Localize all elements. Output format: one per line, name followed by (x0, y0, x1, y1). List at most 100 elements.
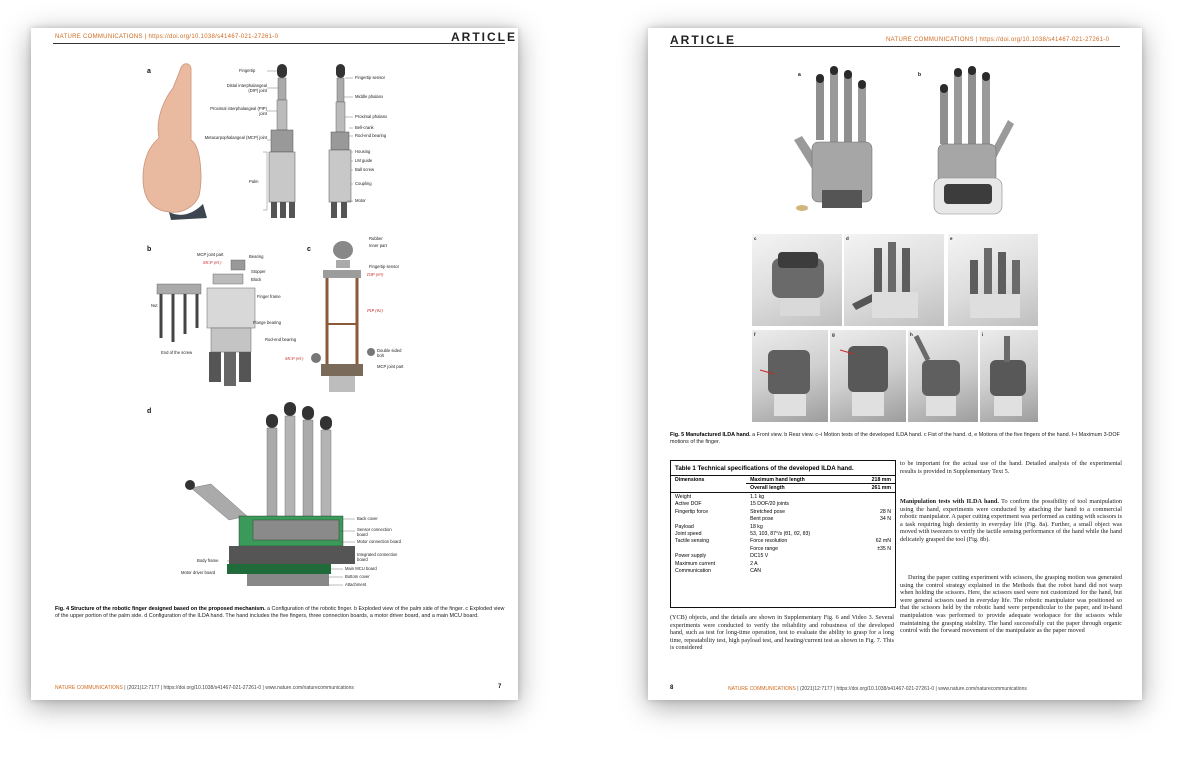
table-cell: 2 A (750, 560, 758, 567)
label-fingertip: Fingertip (239, 68, 256, 73)
table-cell: ±35 N (877, 545, 891, 552)
footer-journal: NATURE COMMUNICATIONS (55, 685, 123, 691)
table-cell: 15 DOF/20 joints (750, 501, 789, 508)
header-rule (670, 46, 1120, 47)
table-cell: Power supply (675, 553, 707, 560)
human-finger-photo (142, 63, 207, 220)
label-c-mcp-joint-part: MCP joint part (377, 364, 404, 369)
photo-letter-d: d (846, 236, 849, 241)
panel-letter-b: b (147, 246, 152, 253)
table-row: Weight 1.1 kg (671, 491, 895, 501)
table-cell (852, 568, 895, 575)
label-d-motor-connection-board: Motor connection board (357, 539, 401, 544)
right-page: ARTICLE NATURE COMMUNICATIONS | https://… (648, 28, 1142, 700)
label-d-body-frame: Body frame (197, 558, 219, 563)
label-fingertip-sensor: Fingertip sensor (355, 75, 386, 80)
label-pip-joint: Proximal interphalangeal (PIP) joint (210, 106, 267, 116)
table-header-row: Dimensions Maximum hand length 218 mm (671, 476, 895, 484)
footer-right: NATURE COMMUNICATIONS | (2021)12:7177 | … (728, 686, 1027, 692)
table-cell: Overall length (746, 483, 853, 493)
exploded-upper-view (311, 241, 375, 392)
photo-rear-view (916, 66, 1022, 218)
label-b-stopper: Stopper (251, 269, 266, 274)
figure-4-caption-body: a Configuration of the robotic finger. b… (55, 606, 505, 620)
table-cell: Dimensions (675, 476, 705, 483)
label-motor: Motor (355, 198, 366, 203)
table-cell: CAN (750, 568, 762, 575)
table-row: Active DOF 15 DOF/20 joints (671, 500, 895, 507)
table-cell: 1.1 kg (746, 491, 853, 501)
label-c-mcp-theta1: MCP (θ1) (285, 356, 304, 361)
table-cell: Active DOF (675, 501, 702, 508)
figure-5-caption-body: a Front view. b Rear view. c–i Motion te… (670, 432, 1120, 446)
photo-front-view (788, 66, 894, 218)
label-b-bearing: Bearing (249, 254, 264, 259)
table-cell: Force range (750, 545, 779, 552)
panel-letter-a: a (147, 68, 151, 75)
table-cell: Fingertip force (675, 508, 709, 515)
label-d-main-mcu-board: Main MCU board (345, 566, 377, 571)
hand-rear-photo (933, 66, 1014, 215)
left-page: NATURE COMMUNICATIONS | https://doi.org/… (31, 28, 518, 700)
footer-citation: | (2021)12:7177 | https://doi.org/10.103… (795, 686, 1027, 692)
table-cell (852, 530, 895, 537)
figure-5-caption: Fig. 5 Manufactured ILDA hand. a Front v… (670, 432, 1122, 446)
table-cell: Maximum hand length (750, 476, 805, 483)
table-cell: 28 N (880, 508, 891, 515)
label-bell-crank: Bell-crank (355, 125, 374, 130)
table-cell (671, 484, 746, 492)
table-body: Dimensions Maximum hand length 218 mm Ov… (671, 476, 895, 575)
label-d-bottom-cover: Bottom cover (345, 574, 370, 579)
table-row: Force range ±35 N (671, 545, 895, 552)
table-cell (852, 500, 895, 507)
footer-citation: | (2021)12:7177 | https://doi.org/10.103… (122, 685, 354, 691)
table-cell (671, 545, 746, 552)
label-b-end-of-screw: End of the screw (161, 350, 193, 355)
page-number-left: 7 (498, 684, 502, 690)
table-cell: 218 mm (871, 476, 891, 483)
label-c-inner-part: Inner part (369, 243, 387, 248)
table-cell: Communication (675, 568, 712, 575)
body-text-right-paragraph: During the paper cutting experiment with… (900, 574, 1122, 635)
photo-letter-e: e (950, 236, 953, 241)
label-mcp-joint: Metacarpophalangeal (MCP) joint (204, 135, 267, 140)
table-cell (852, 523, 895, 530)
table-cell: 18 kg (750, 523, 763, 530)
photo-3dof-2 (830, 330, 906, 422)
label-dip-joint: Distal interphalangeal (DIP) joint (226, 83, 267, 93)
label-c-pip-theta2: PIP (θ2) (367, 308, 383, 313)
table-cell: 53, 103, 87°/s (θ1, θ2, θ3) (750, 530, 811, 537)
label-d-motor-driver-board: Motor driver board (181, 570, 216, 575)
table-cell (671, 515, 746, 522)
exploded-palm-view (156, 259, 256, 386)
body-text-left-column: (YCB) objects, and the details are shown… (670, 614, 894, 652)
table-cell (852, 553, 895, 560)
label-rod-end-bearing: Rod-end bearing (355, 133, 387, 138)
label-b-finger-frame: Finger frame (257, 294, 281, 299)
body-text-right-section: Manipulation tests with ILDA hand. To co… (900, 498, 1122, 544)
body-text-right-intro: to be important for the actual use of th… (900, 460, 1122, 475)
photo-fist (752, 234, 842, 326)
photo-letter-i: i (982, 332, 984, 337)
label-housing: Housing (355, 149, 371, 154)
table-cell: DC15 V (750, 553, 769, 560)
table-cell (852, 491, 895, 501)
photo-3dof-4 (980, 330, 1038, 422)
label-d-integrated-board: Integrated connection board (357, 552, 398, 562)
table-cell: Tactile sensing (675, 538, 710, 545)
label-middle-phalanx: Middle phalanx (355, 94, 384, 99)
header-article-type: ARTICLE (451, 30, 517, 44)
label-lm-guide: LM guide (355, 158, 373, 163)
photo-3dof-1 (752, 330, 828, 422)
photo-letter-a: a (798, 72, 801, 78)
table-cell: Bent pose (750, 516, 774, 523)
label-proximal-phalanx: Proximal phalanx (355, 114, 388, 119)
label-d-back-cover: Back cover (357, 516, 378, 521)
footer-journal: NATURE COMMUNICATIONS (728, 686, 796, 692)
label-b-block: Block (251, 277, 262, 282)
table-cell: 34 N (880, 516, 891, 523)
table-cell: Joint speed (675, 530, 702, 537)
